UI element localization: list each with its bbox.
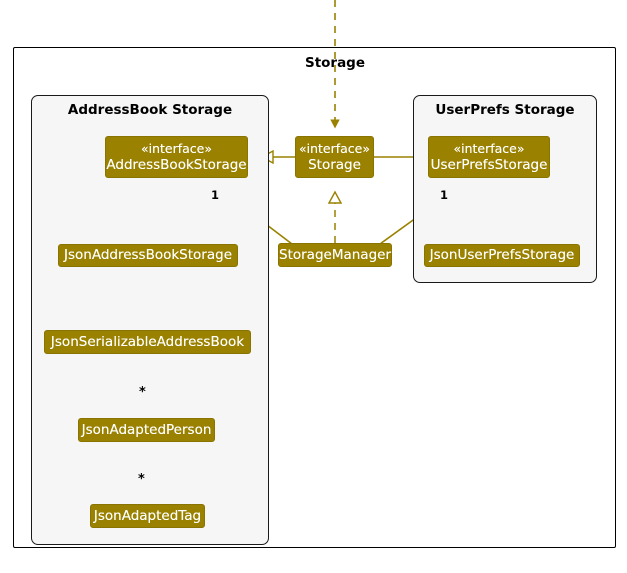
class-json-address-book-storage-name: JsonAddressBookStorage [63, 247, 232, 263]
class-address-book-storage-name: AddressBookStorage [106, 156, 247, 173]
class-address-book-storage[interactable]: «interface» AddressBookStorage [105, 136, 248, 178]
storage-frame [13, 47, 616, 548]
storage-frame-title: Storage [304, 55, 366, 71]
class-address-book-storage-stereotype: «interface» [140, 140, 213, 156]
class-storage-manager-name: StorageManager [279, 246, 391, 263]
class-json-adapted-person[interactable]: JsonAdaptedPerson [78, 418, 215, 442]
multiplicity-user-prefs-storage: 1 [440, 188, 449, 202]
class-json-adapted-tag-name: JsonAdaptedTag [93, 507, 202, 524]
class-json-adapted-person-name: JsonAdaptedPerson [81, 421, 212, 438]
class-user-prefs-storage-stereotype: «interface» [453, 140, 525, 156]
class-user-prefs-storage-name: UserPrefsStorage [430, 156, 548, 173]
class-json-serializable-address-book[interactable]: JsonSerializableAddressBook [44, 330, 251, 354]
class-json-user-prefs-storage-name: JsonUserPrefsStorage [429, 247, 575, 263]
package-addressbook-storage-title: AddressBook Storage [67, 102, 233, 118]
class-storage[interactable]: «interface» Storage [295, 136, 374, 178]
multiplicity-json-adapted-person: * [139, 385, 146, 400]
class-user-prefs-storage[interactable]: «interface» UserPrefsStorage [428, 136, 550, 178]
class-storage-name: Storage [308, 156, 361, 173]
class-json-address-book-storage[interactable]: JsonAddressBookStorage [58, 244, 238, 267]
class-storage-stereotype: «interface» [298, 140, 371, 156]
class-json-adapted-tag[interactable]: JsonAdaptedTag [90, 504, 205, 528]
class-storage-manager[interactable]: StorageManager [278, 243, 392, 267]
class-json-user-prefs-storage[interactable]: JsonUserPrefsStorage [424, 244, 580, 267]
multiplicity-json-adapted-tag: * [138, 472, 145, 487]
class-json-serializable-address-book-name: JsonSerializableAddressBook [50, 333, 245, 350]
multiplicity-address-book-storage: 1 [211, 188, 220, 202]
package-userprefs-storage-title: UserPrefs Storage [435, 102, 575, 118]
